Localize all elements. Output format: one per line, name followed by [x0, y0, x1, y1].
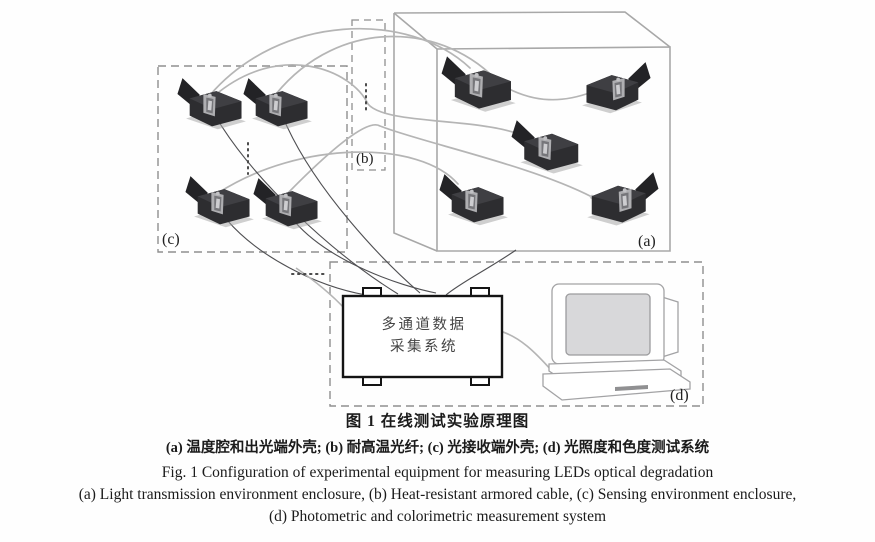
caption-en-subtitle-1: (a) Light transmission environment enclo…	[78, 486, 797, 503]
daq-label-line1: 多通道数据	[382, 316, 467, 333]
computer-icon	[542, 283, 691, 401]
computer-case	[542, 368, 691, 401]
fiber-cable	[209, 27, 471, 96]
sensor-wire	[284, 121, 421, 294]
label-b: (b)	[356, 151, 374, 167]
monitor-screen	[565, 293, 651, 356]
caption-en-title: Fig. 1 Configuration of experimental equ…	[161, 464, 714, 481]
daq-left-cable	[295, 267, 346, 310]
led-enclosure-icon	[582, 62, 651, 114]
led-enclosure-icon	[587, 172, 659, 226]
daq-box: 多通道数据 采集系统	[341, 287, 504, 386]
region-d-dashed-box	[329, 261, 704, 407]
fiber-cable	[275, 35, 593, 101]
figure-caption: 图 1 在线测试实验原理图 (a) 温度腔和出光端外壳; (b) 耐高温光纤; …	[0, 406, 875, 526]
case-vent-slot	[615, 385, 648, 391]
sensing-enclosure-icon	[185, 176, 254, 228]
label-a: (a)	[638, 233, 656, 250]
region-c-dashed-box	[157, 65, 348, 253]
fiber-cable	[285, 123, 593, 198]
sensor-wire	[226, 219, 367, 296]
sensing-enclosure-icon	[177, 78, 246, 130]
sensing-enclosure-icon	[253, 178, 322, 230]
sensor-wire	[294, 221, 437, 294]
daq-label-line2: 采集系统	[390, 338, 458, 355]
sensing-enclosure-icon	[243, 78, 312, 130]
sensor-wire	[445, 249, 517, 296]
caption-zh-title: 图 1 在线测试实验原理图	[345, 413, 530, 430]
led-enclosure-icon	[511, 120, 583, 174]
led-enclosure-icon	[439, 174, 508, 226]
label-d: (d)	[670, 387, 689, 404]
fiber-cable	[213, 63, 517, 134]
label-c: (c)	[162, 231, 180, 248]
continuation-dots	[247, 83, 367, 275]
region-b-dashed-box	[351, 19, 386, 171]
fiber-cable	[217, 151, 459, 194]
caption-zh-subtitle: (a) 温度腔和出光端外壳; (b) 耐高温光纤; (c) 光接收端外壳; (d…	[165, 440, 710, 456]
daq-to-computer-cable	[499, 330, 553, 372]
experiment-setup-diagram: 多通道数据 采集系统 (a) (b) (c) (d)	[157, 11, 704, 407]
caption-en-subtitle-2: (d) Photometric and colorimetric measure…	[268, 508, 607, 525]
